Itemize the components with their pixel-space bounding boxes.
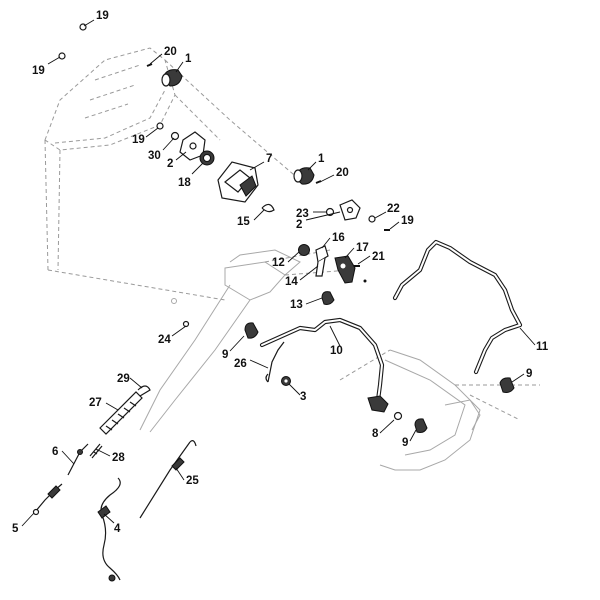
bushing-part-9-right xyxy=(499,377,515,393)
callout-6: 6 xyxy=(52,446,58,458)
bail-handle-part-11 xyxy=(392,239,523,375)
link-rod-part-26 xyxy=(265,341,285,383)
callout-16: 16 xyxy=(332,232,345,244)
pin-part-20 xyxy=(146,63,153,67)
hook-part-29 xyxy=(137,385,151,397)
callout-20: 20 xyxy=(164,46,177,58)
knob-part-1 xyxy=(161,69,183,87)
bowden-cable-part-25 xyxy=(139,440,197,519)
callout-10: 10 xyxy=(330,345,343,357)
ghost-handle-console xyxy=(44,47,301,301)
callout-8: 8 xyxy=(372,428,379,440)
nut-part-8 xyxy=(393,411,403,421)
callout-4: 4 xyxy=(114,523,121,535)
callout-12: 12 xyxy=(272,257,285,269)
callout-2: 2 xyxy=(167,158,173,170)
callout-21: 21 xyxy=(372,251,385,263)
bushing-part-9-upper xyxy=(244,322,259,339)
callout-19: 19 xyxy=(132,134,145,146)
bushing-part-9-lower xyxy=(414,418,428,433)
callout-3: 3 xyxy=(300,391,306,403)
callout-7: 7 xyxy=(266,153,272,165)
callout-23: 23 xyxy=(296,208,309,220)
callout-22: 22 xyxy=(387,203,400,215)
callout-15: 15 xyxy=(237,216,250,228)
washer-part-3 xyxy=(281,376,291,386)
bowden-cable-part-4 xyxy=(97,477,121,582)
callout-11: 11 xyxy=(536,341,549,353)
lever-plate-part-2-right xyxy=(339,199,361,221)
cable-end-part-6 xyxy=(67,443,89,476)
pin-part-20-right xyxy=(315,180,322,184)
spring-part-28 xyxy=(89,443,103,459)
callout-26: 26 xyxy=(234,358,247,370)
cam-plate-part-17 xyxy=(334,255,356,284)
callout-27: 27 xyxy=(89,397,102,409)
callout-2: 2 xyxy=(296,219,302,231)
screw-part-24 xyxy=(171,298,190,328)
control-housing-part-7 xyxy=(217,161,259,203)
callout-20: 20 xyxy=(336,167,349,179)
callout-19: 19 xyxy=(401,215,414,227)
callout-19: 19 xyxy=(96,10,109,22)
screw-part-19-left xyxy=(58,52,66,60)
roller-part-13 xyxy=(321,291,335,305)
callout-labels: 19 20 1 19 19 30 2 18 7 1 20 15 23 2 22 … xyxy=(12,10,549,535)
callout-30: 30 xyxy=(148,150,161,162)
callout-18: 18 xyxy=(178,177,191,189)
callout-9: 9 xyxy=(526,368,532,380)
callout-9: 9 xyxy=(222,349,228,361)
gear-ring-part-18 xyxy=(199,150,215,166)
callout-9: 9 xyxy=(402,437,408,449)
callout-1: 1 xyxy=(318,153,325,165)
bushing-part-12 xyxy=(298,244,310,256)
screw-part-19-mid xyxy=(156,122,164,130)
spring-part-27 xyxy=(99,391,143,435)
callout-14: 14 xyxy=(285,276,298,288)
cable-part-5 xyxy=(32,483,63,516)
callout-13: 13 xyxy=(290,299,303,311)
bail-rod-part-10 xyxy=(259,317,389,413)
callout-19: 19 xyxy=(32,65,45,77)
washer-part-30 xyxy=(170,131,180,141)
callout-24: 24 xyxy=(158,334,171,346)
ghost-handle-bar xyxy=(139,249,351,433)
lever-part-16 xyxy=(315,245,329,277)
leader-lines xyxy=(21,19,536,527)
callout-5: 5 xyxy=(12,523,19,535)
callout-17: 17 xyxy=(356,242,369,254)
pin-part-21 xyxy=(354,265,367,283)
washer-part-22 xyxy=(368,215,376,223)
callout-28: 28 xyxy=(112,452,125,464)
clip-part-15 xyxy=(261,203,275,213)
callout-1: 1 xyxy=(185,53,192,65)
callout-25: 25 xyxy=(186,475,199,487)
ghost-lower-frame xyxy=(339,349,540,471)
knob-part-1-right xyxy=(293,167,315,185)
callout-29: 29 xyxy=(117,373,130,385)
